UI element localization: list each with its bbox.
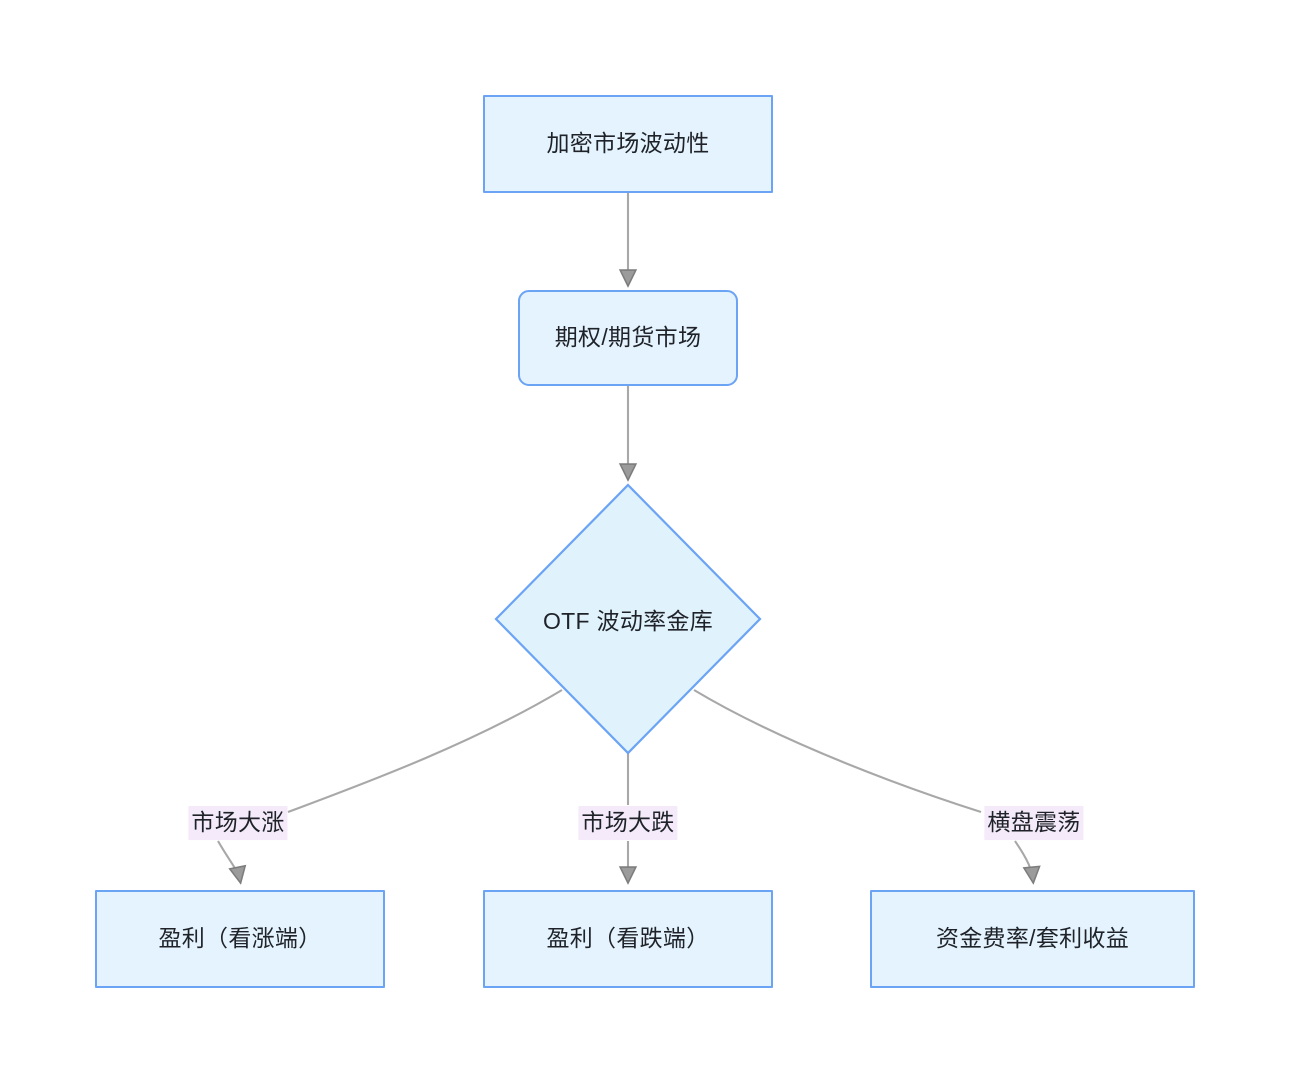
node-profit-bear-side[interactable]: 盈利（看跌端） — [483, 890, 773, 988]
node-crypto-volatility-label: 加密市场波动性 — [546, 130, 710, 157]
diamond-shape-icon — [494, 483, 762, 755]
node-options-futures-market[interactable]: 期权/期货市场 — [518, 290, 738, 386]
node-options-futures-market-label: 期权/期货市场 — [554, 324, 702, 351]
node-crypto-volatility[interactable]: 加密市场波动性 — [483, 95, 773, 193]
node-otf-volatility-vault[interactable]: OTF 波动率金库 — [494, 483, 762, 755]
edge-vault-to-funding-lower — [1014, 840, 1033, 880]
node-funding-rate-arbitrage[interactable]: 资金费率/套利收益 — [870, 890, 1195, 988]
edge-label-market-surge: 市场大涨 — [188, 806, 288, 840]
node-profit-bear-side-label: 盈利（看跌端） — [546, 925, 710, 952]
edge-vault-to-bull-lower — [217, 840, 240, 880]
node-funding-rate-arbitrage-label: 资金费率/套利收益 — [935, 925, 1130, 952]
node-otf-volatility-vault-label: OTF 波动率金库 — [542, 608, 714, 634]
node-profit-bull-side-label: 盈利（看涨端） — [158, 925, 322, 952]
node-profit-bull-side[interactable]: 盈利（看涨端） — [95, 890, 385, 988]
edge-label-sideways-range: 横盘震荡 — [984, 806, 1084, 840]
edge-label-market-crash: 市场大跌 — [578, 806, 678, 840]
